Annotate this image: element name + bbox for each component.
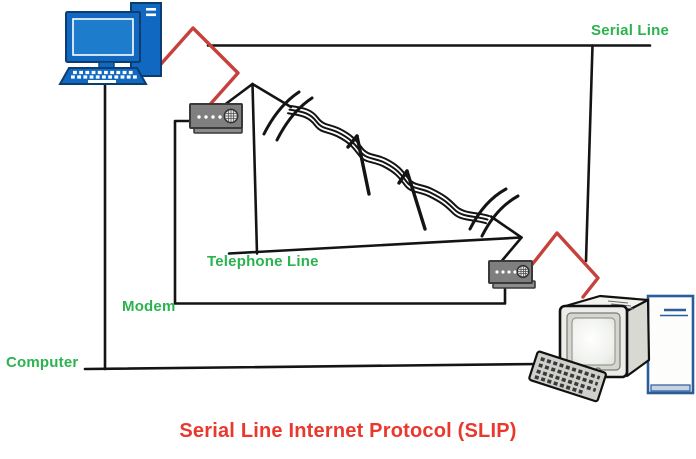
telephone-peak-drop: [251, 82, 259, 255]
wire-break-mark: [480, 194, 520, 238]
modem-led: [513, 270, 517, 274]
desktop-computer-blue-icon: [58, 2, 162, 85]
modem-led: [204, 115, 208, 119]
v-arm-to-modem: [498, 236, 523, 265]
serial-line-label: Serial Line: [591, 22, 670, 39]
keyboard-keys-row: [534, 375, 583, 394]
monitor-screen: [72, 18, 134, 56]
keyboard: [528, 350, 607, 403]
tower-vent: [146, 13, 156, 17]
wire-break-mark: [275, 96, 314, 142]
monitor-side: [625, 298, 651, 378]
peak-arm-to-modem: [223, 82, 254, 106]
modem-label: Modem: [122, 298, 176, 315]
telephone-pointer-line: [227, 236, 523, 255]
keyboard-keys-row: [540, 357, 601, 380]
utility-pole-icon: [405, 169, 427, 231]
computer-pointer-line: [83, 362, 542, 371]
keyboard-keys-row: [538, 363, 599, 386]
monitor-screen: [571, 317, 616, 366]
modem-pointer-line: [173, 119, 507, 305]
tower-foot: [650, 384, 691, 392]
keyboard-keys-row: [536, 369, 597, 392]
monitor-vent: [607, 300, 629, 304]
v-arm-to-wire: [489, 215, 523, 239]
modem-led: [197, 115, 201, 119]
wire-break-mark: [262, 90, 301, 136]
modem-led: [495, 270, 499, 274]
modem-led: [507, 270, 511, 274]
wire-strand: [290, 105, 490, 217]
telephone-wire-icon: [262, 90, 520, 238]
wire-break-mark: [468, 187, 508, 231]
pole-crossarm: [346, 134, 359, 149]
modem-icon-left: [189, 103, 243, 134]
serial-line-drop: [584, 44, 594, 263]
desktop-computer-crt-icon: [528, 294, 695, 403]
utility-pole-icon: [355, 134, 371, 196]
serial-link-right: [529, 231, 600, 299]
diagram-title: Serial Line Internet Protocol (SLIP): [179, 420, 517, 442]
tower-vent: [146, 8, 156, 11]
modem-led: [501, 270, 505, 274]
computer-label: Computer: [6, 354, 79, 371]
telephone-line-label: Telephone Line: [207, 253, 319, 270]
serial-link-left: [159, 26, 240, 111]
modem-led: [211, 115, 215, 119]
modem-icon-right: [488, 260, 536, 289]
pole-crossarm: [397, 169, 409, 185]
modem-led: [218, 115, 222, 119]
